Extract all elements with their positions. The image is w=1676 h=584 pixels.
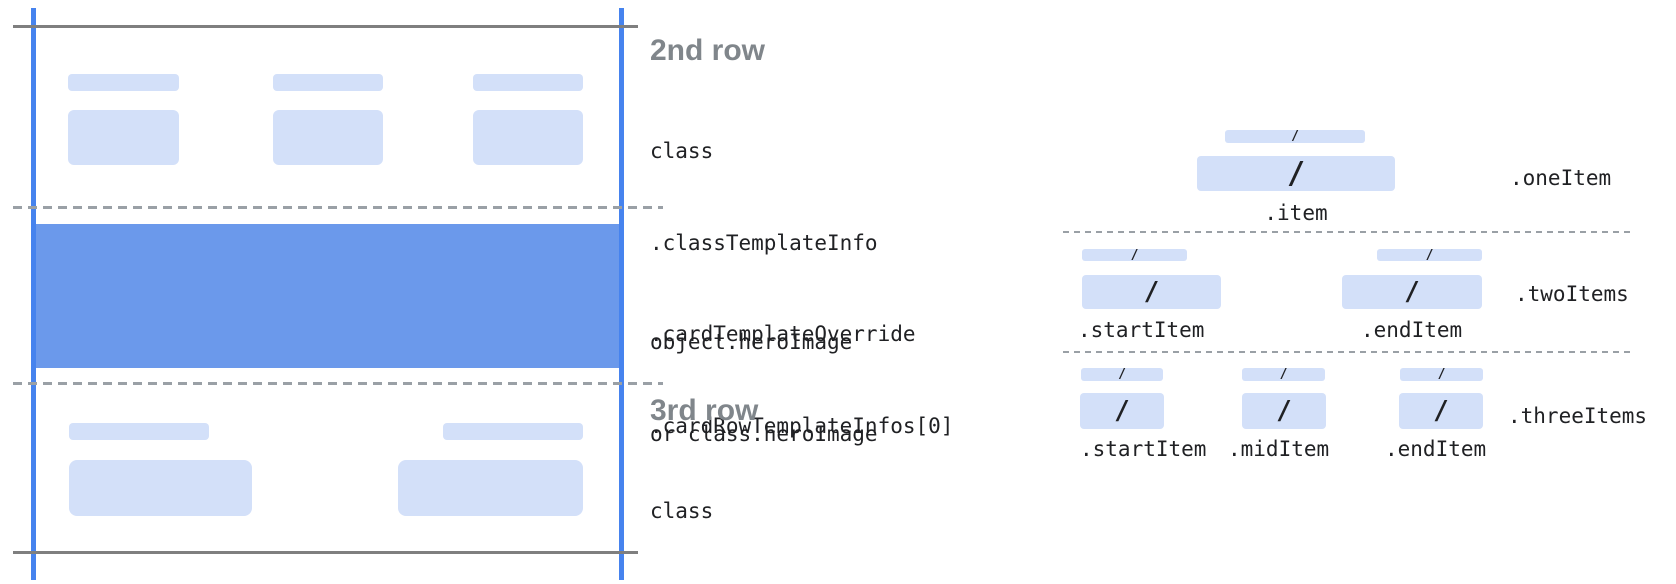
row2-code-line: .cardRowTemplateInfos[0]: [650, 413, 954, 438]
row2-code-line: .classTemplateInfo: [650, 230, 878, 255]
one-item-body-bar: /: [1197, 156, 1395, 191]
slash-glyph: /: [1279, 367, 1288, 382]
row2-code-block: class .classTemplateInfo .cardTemplateOv…: [650, 75, 953, 502]
three-items-end-body-bar: /: [1399, 393, 1483, 429]
slash-glyph: /: [1286, 155, 1306, 191]
row2-col2-title-placeholder: [273, 74, 383, 91]
hero-image-band: [36, 224, 619, 368]
row2-col1-title-placeholder: [68, 74, 179, 91]
hero-code-line: object.heroImage: [650, 330, 853, 354]
hero-code-block: object.heroImage or class.heroImage: [650, 266, 878, 510]
slash-glyph: /: [1291, 129, 1299, 144]
row2-col3-body-placeholder: [473, 110, 583, 165]
row2-code-line: .cardTemplateOverride: [650, 322, 916, 346]
two-items-row-label: .twoItems: [1515, 282, 1629, 306]
row3-left-title-placeholder: [69, 423, 209, 440]
three-items-mid-body-bar: /: [1242, 393, 1326, 429]
one-item-item-label: .item: [1264, 201, 1328, 225]
two-items-separator-dashed-line: [1063, 351, 1630, 353]
card-left-edge-line: [31, 8, 36, 580]
slash-glyph: /: [1118, 367, 1126, 382]
row3-code-block: class .classTemplateInfo .cardTemplateOv…: [650, 435, 953, 584]
row3-right-title-placeholder: [443, 423, 583, 440]
two-items-end-label: .endItem: [1361, 318, 1463, 342]
two-items-end-title-bar: /: [1377, 247, 1482, 263]
three-items-mid-label: .midItem: [1228, 437, 1330, 461]
slash-glyph: /: [1433, 396, 1449, 426]
card-top-edge-line: [13, 25, 638, 28]
row2-heading: 2nd row: [650, 34, 766, 67]
two-items-end-body-bar: /: [1342, 275, 1482, 309]
two-items-start-title-bar: /: [1082, 247, 1187, 263]
three-items-start-title-bar: /: [1081, 368, 1163, 381]
one-item-row-label: .oneItem: [1510, 166, 1612, 190]
three-items-start-label: .startItem: [1080, 437, 1207, 461]
slash-glyph: /: [1404, 277, 1420, 307]
two-items-start-body-bar: /: [1082, 275, 1221, 309]
three-items-row-label: .threeItems: [1508, 404, 1648, 428]
slash-glyph: /: [1437, 367, 1446, 382]
row2-bottom-dashed-line: [13, 206, 663, 209]
three-items-end-label: .endItem: [1385, 437, 1487, 461]
one-item-separator-dashed-line: [1063, 231, 1630, 233]
three-items-end-title-bar: /: [1400, 368, 1483, 381]
slash-glyph: /: [1425, 247, 1434, 263]
row2-col1-body-placeholder: [68, 110, 179, 165]
three-items-mid-title-bar: /: [1242, 368, 1325, 381]
three-items-start-body-bar: /: [1080, 393, 1164, 429]
slash-glyph: /: [1130, 247, 1139, 263]
row3-left-body-placeholder: [69, 460, 252, 516]
row2-col3-title-placeholder: [473, 74, 583, 91]
row2-code-line: class: [650, 139, 714, 163]
two-items-start-label: .startItem: [1078, 318, 1205, 342]
card-bottom-edge-line: [13, 551, 638, 554]
row3-code-line: class: [650, 499, 714, 523]
slash-glyph: /: [1114, 396, 1130, 426]
row3-heading: 3rd row: [650, 394, 759, 427]
row3-right-body-placeholder: [398, 460, 583, 516]
slash-glyph: /: [1276, 396, 1292, 426]
card-right-edge-line: [619, 8, 624, 580]
row2-col2-body-placeholder: [273, 110, 383, 165]
hero-bottom-dashed-line: [13, 382, 663, 385]
slash-glyph: /: [1143, 277, 1160, 307]
hero-code-line: or class.heroImage: [650, 421, 878, 446]
one-item-title-bar: /: [1225, 130, 1365, 143]
